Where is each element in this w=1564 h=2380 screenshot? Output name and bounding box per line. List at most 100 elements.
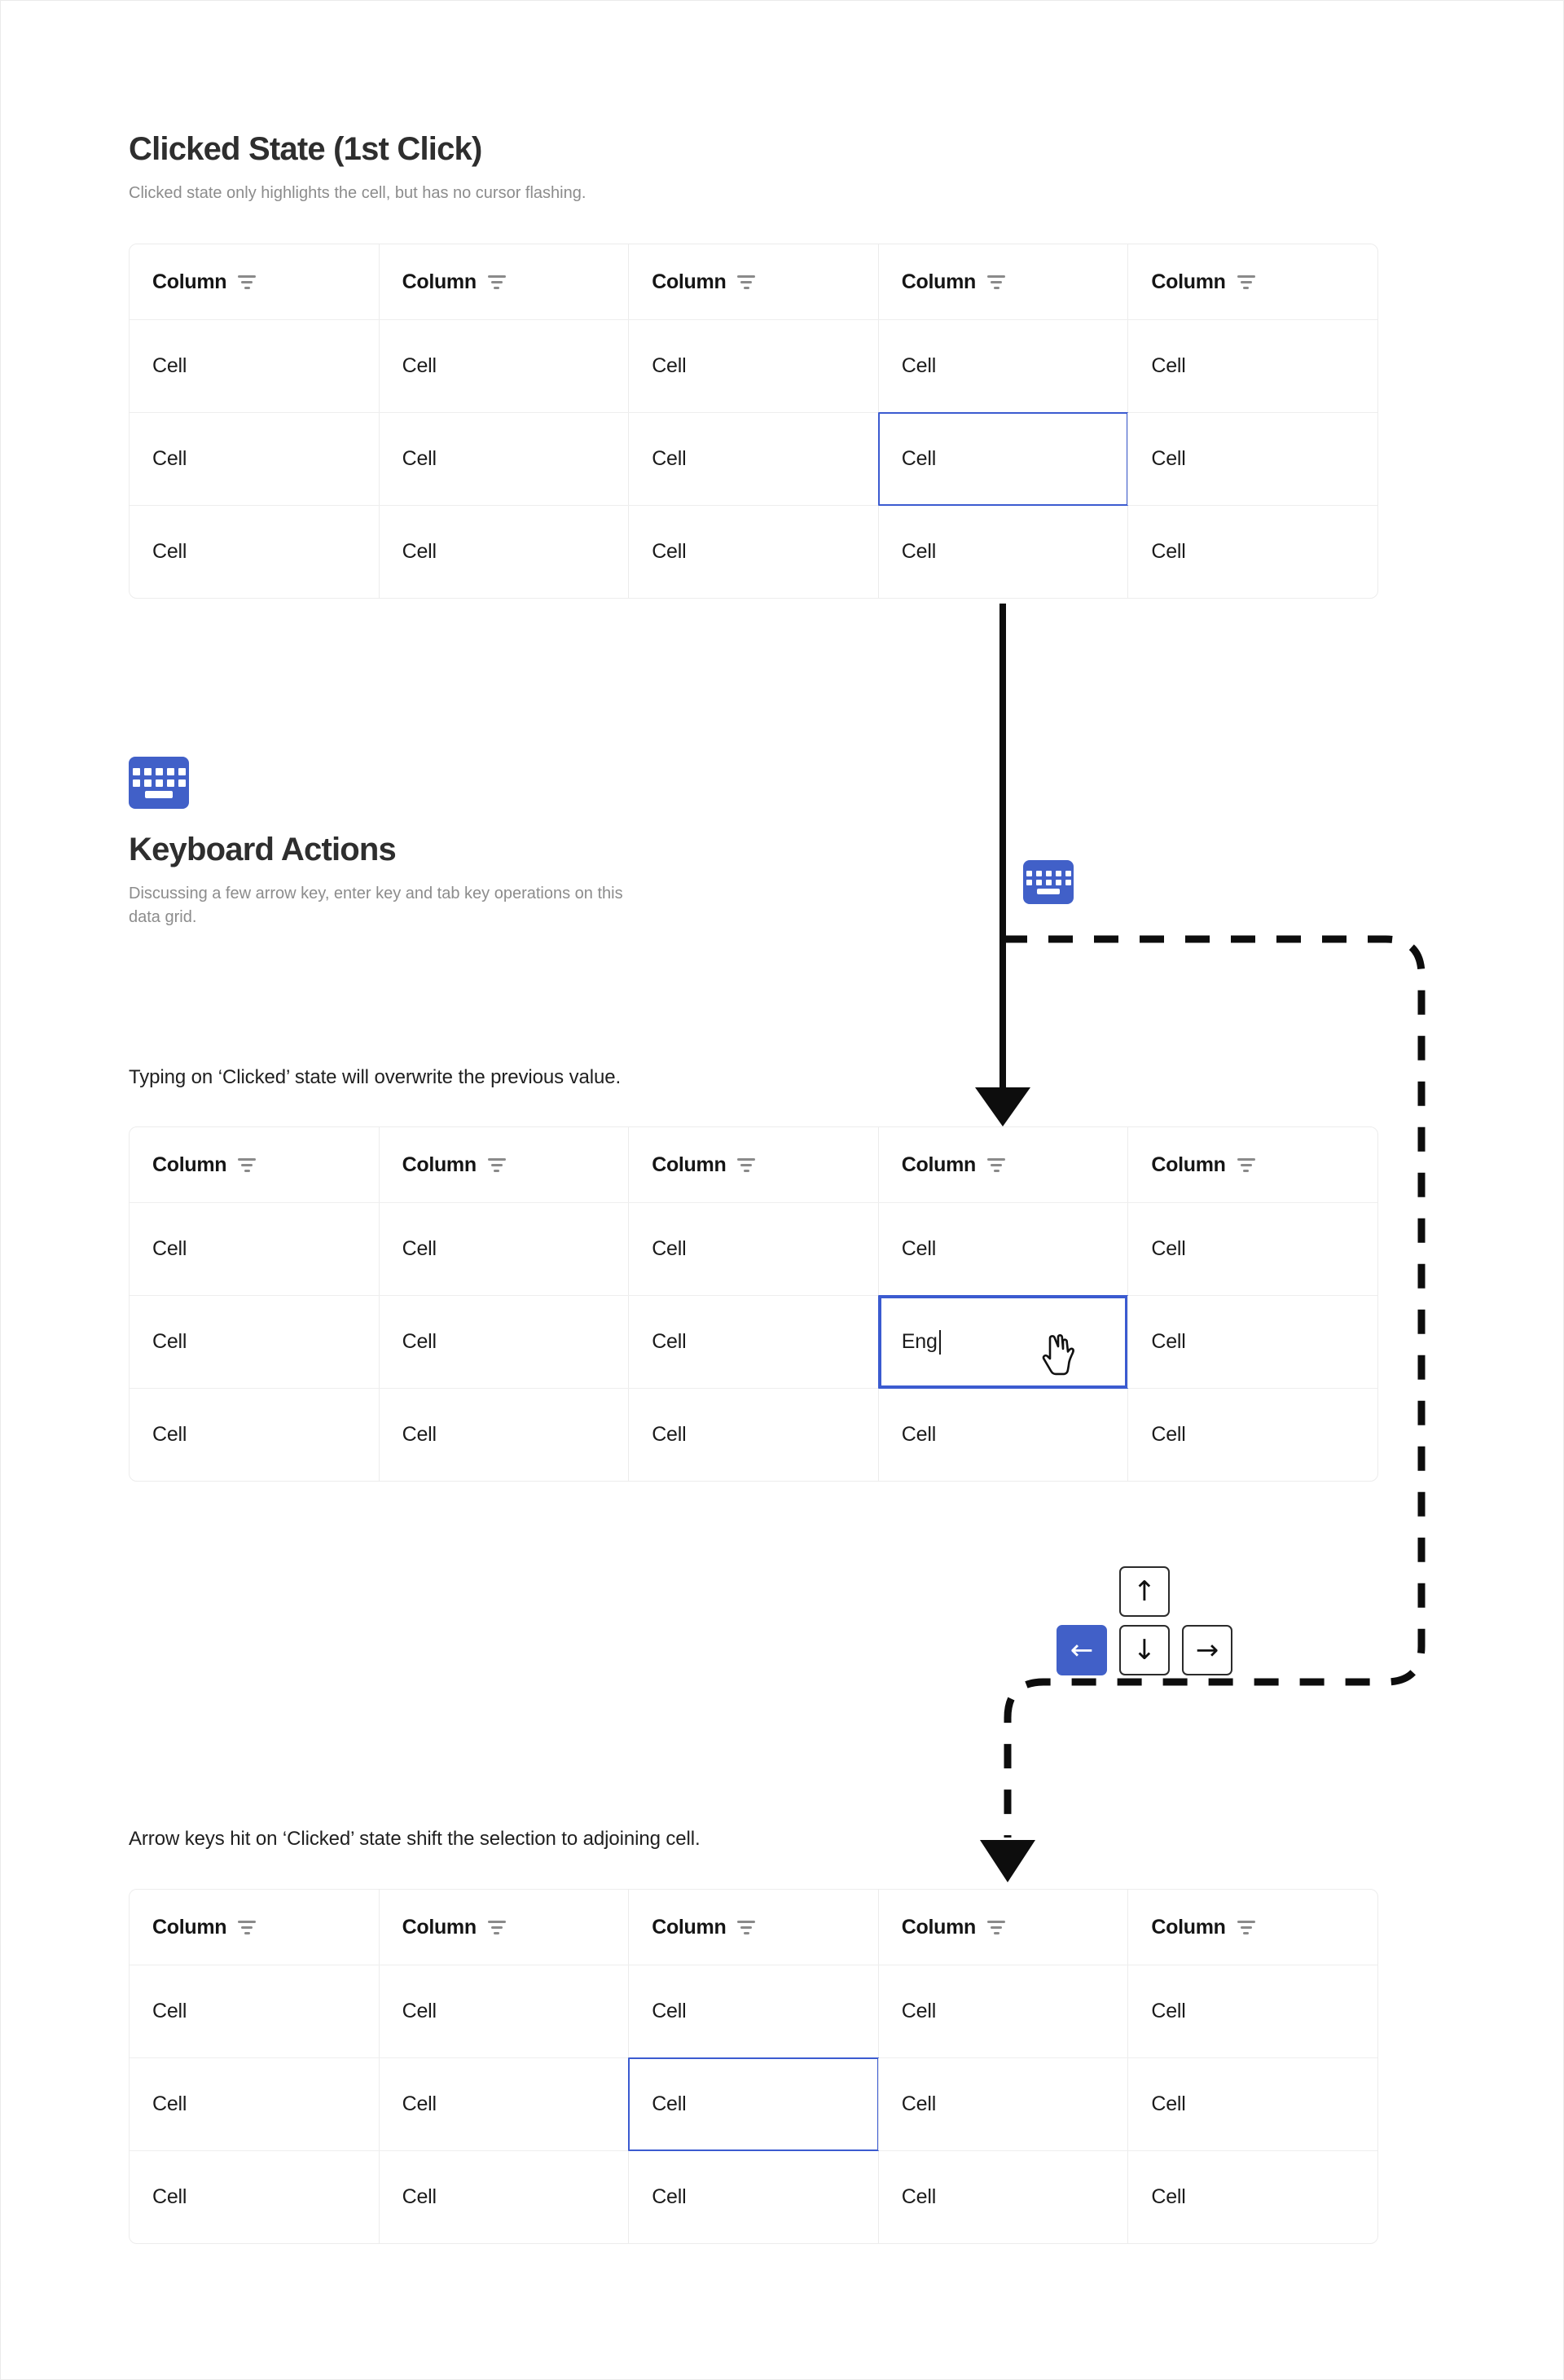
filter-sort-icon[interactable] [238, 274, 257, 289]
grid-cell-label: Cell [652, 447, 687, 470]
filter-sort-icon[interactable] [487, 1920, 506, 1934]
grid-cell-r2-c2[interactable]: Cell [378, 2058, 629, 2150]
grid-header-cell-4[interactable]: Column [877, 1890, 1128, 1965]
grid-cell-r3-c5[interactable]: Cell [1127, 2151, 1377, 2243]
filter-sort-icon[interactable] [487, 1157, 506, 1172]
grid-cell-r3-c2[interactable]: Cell [378, 506, 629, 598]
grid-header-cell-5[interactable]: Column [1127, 244, 1377, 319]
hand-pointer-cursor [1042, 1334, 1074, 1376]
filter-sort-icon-bar [244, 1169, 250, 1172]
filter-sort-icon[interactable] [987, 274, 1006, 289]
grid-cell-r1-c5[interactable]: Cell [1127, 1203, 1377, 1295]
filter-sort-icon[interactable] [737, 274, 756, 289]
grid-cell-r1-c4[interactable]: Cell [877, 1965, 1128, 2057]
keyboard-actions-title: Keyboard Actions [129, 832, 397, 867]
grid-cell-r3-c1[interactable]: Cell [130, 2151, 379, 2243]
grid-cell-r3-c5[interactable]: Cell [1127, 506, 1377, 598]
grid-cell-r2-c3[interactable]: Cell [628, 1296, 878, 1388]
grid-header-cell-3[interactable]: Column [628, 1127, 878, 1202]
grid-cell-r3-c5[interactable]: Cell [1127, 1389, 1377, 1481]
filter-sort-icon[interactable] [1237, 274, 1255, 289]
grid-cell-label: Cell [402, 1423, 437, 1446]
grid-cell-r1-c3[interactable]: Cell [628, 1965, 878, 2057]
filter-sort-icon[interactable] [1237, 1157, 1255, 1172]
grid-cell-r3-c4[interactable]: Cell [877, 506, 1128, 598]
grid-cell-r2-c3[interactable]: Cell [628, 413, 878, 505]
grid-cell-selected[interactable]: Cell [628, 2057, 879, 2151]
grid-cell-r1-c4[interactable]: Cell [877, 1203, 1128, 1295]
grid-cell-r1-c1[interactable]: Cell [130, 1203, 379, 1295]
grid-header-cell-5[interactable]: Column [1127, 1127, 1377, 1202]
arrow-down-key[interactable]: ↓ [1119, 1625, 1170, 1675]
grid-header-cell-1[interactable]: Column [130, 1127, 379, 1202]
filter-sort-icon[interactable] [238, 1920, 257, 1934]
grid-cell-r1-c4[interactable]: Cell [877, 320, 1128, 412]
grid-header-cell-3[interactable]: Column [628, 244, 878, 319]
filter-sort-icon[interactable] [487, 274, 506, 289]
grid-header-cell-4[interactable]: Column [877, 244, 1128, 319]
grid-header-cell-2[interactable]: Column [378, 1890, 629, 1965]
grid-cell-r1-c1[interactable]: Cell [130, 320, 379, 412]
grid-header-label: Column [402, 1153, 477, 1176]
grid-cell-r3-c2[interactable]: Cell [378, 1389, 629, 1481]
grid-cell-label: Cell [402, 2000, 437, 2022]
keyboard-icon-key [143, 767, 152, 775]
filter-sort-icon[interactable] [987, 1157, 1006, 1172]
filter-sort-icon-bar [740, 1926, 753, 1929]
filter-sort-icon[interactable] [1237, 1920, 1255, 1934]
grid-header-cell-5[interactable]: Column [1127, 1890, 1377, 1965]
grid-cell-label: Cell [901, 2092, 937, 2115]
grid-cell-r3-c2[interactable]: Cell [378, 2151, 629, 2243]
grid-cell-r3-c1[interactable]: Cell [130, 1389, 379, 1481]
grid-cell-r2-c1[interactable]: Cell [130, 413, 379, 505]
grid-cell-r3-c4[interactable]: Cell [877, 2151, 1128, 2243]
grid-cell-r1-c5[interactable]: Cell [1127, 320, 1377, 412]
filter-sort-icon[interactable] [987, 1920, 1006, 1934]
grid-cell-r3-c3[interactable]: Cell [628, 2151, 878, 2243]
grid-cell-editing[interactable]: Eng [877, 1295, 1128, 1389]
filter-sort-icon-bar [1240, 1163, 1252, 1166]
grid-cell-r1-c1[interactable]: Cell [130, 1965, 379, 2057]
grid-header-cell-3[interactable]: Column [628, 1890, 878, 1965]
arrow-keys-cluster[interactable]: ↑ ← ↓ → [1057, 1566, 1232, 1685]
grid-header-cell-4[interactable]: Column [877, 1127, 1128, 1202]
grid-header-label: Column [152, 1153, 227, 1176]
grid-cell-r1-c5[interactable]: Cell [1127, 1965, 1377, 2057]
arrow-left-key[interactable]: ← [1057, 1625, 1107, 1675]
grid-cell-r3-c3[interactable]: Cell [628, 506, 878, 598]
grid-cell-r1-c2[interactable]: Cell [378, 1965, 629, 2057]
arrow-right-key[interactable]: → [1182, 1625, 1232, 1675]
grid-cell-r2-c5[interactable]: Cell [1127, 1296, 1377, 1388]
grid-cell-r2-c2[interactable]: Cell [378, 413, 629, 505]
grid-cell-r1-c2[interactable]: Cell [378, 1203, 629, 1295]
grid-cell-r1-c2[interactable]: Cell [378, 320, 629, 412]
grid-cell-label: Cell [402, 540, 437, 563]
filter-sort-icon-bar [1237, 1920, 1255, 1923]
grid-cell-r3-c1[interactable]: Cell [130, 506, 379, 598]
grid-cell-r2-c4[interactable]: Cell [877, 2058, 1128, 2150]
grid-header-cell-1[interactable]: Column [130, 1890, 379, 1965]
grid-cell-r2-c2[interactable]: Cell [378, 1296, 629, 1388]
arrow-up-key[interactable]: ↑ [1119, 1566, 1170, 1617]
grid-header-cell-2[interactable]: Column [378, 244, 629, 319]
filter-sort-icon[interactable] [238, 1157, 257, 1172]
grid-cell-selected[interactable]: Cell [877, 412, 1128, 506]
grid-header-cell-1[interactable]: Column [130, 244, 379, 319]
grid-cell-r3-c4[interactable]: Cell [877, 1389, 1128, 1481]
filter-sort-icon[interactable] [737, 1920, 756, 1934]
filter-sort-icon[interactable] [737, 1157, 756, 1172]
grid-cell-r2-c5[interactable]: Cell [1127, 2058, 1377, 2150]
grid-cell-r2-c5[interactable]: Cell [1127, 413, 1377, 505]
grid-cell-label: Cell [901, 447, 937, 470]
grid-header-cell-2[interactable]: Column [378, 1127, 629, 1202]
grid-cell-label: Cell [152, 1237, 187, 1260]
filter-sort-icon-bar [244, 286, 250, 289]
grid-cell-r2-c1[interactable]: Cell [130, 1296, 379, 1388]
grid-cell-r1-c3[interactable]: Cell [628, 320, 878, 412]
grid-cell-r1-c3[interactable]: Cell [628, 1203, 878, 1295]
grid-cell-r3-c3[interactable]: Cell [628, 1389, 878, 1481]
grid-cell-r2-c1[interactable]: Cell [130, 2058, 379, 2150]
